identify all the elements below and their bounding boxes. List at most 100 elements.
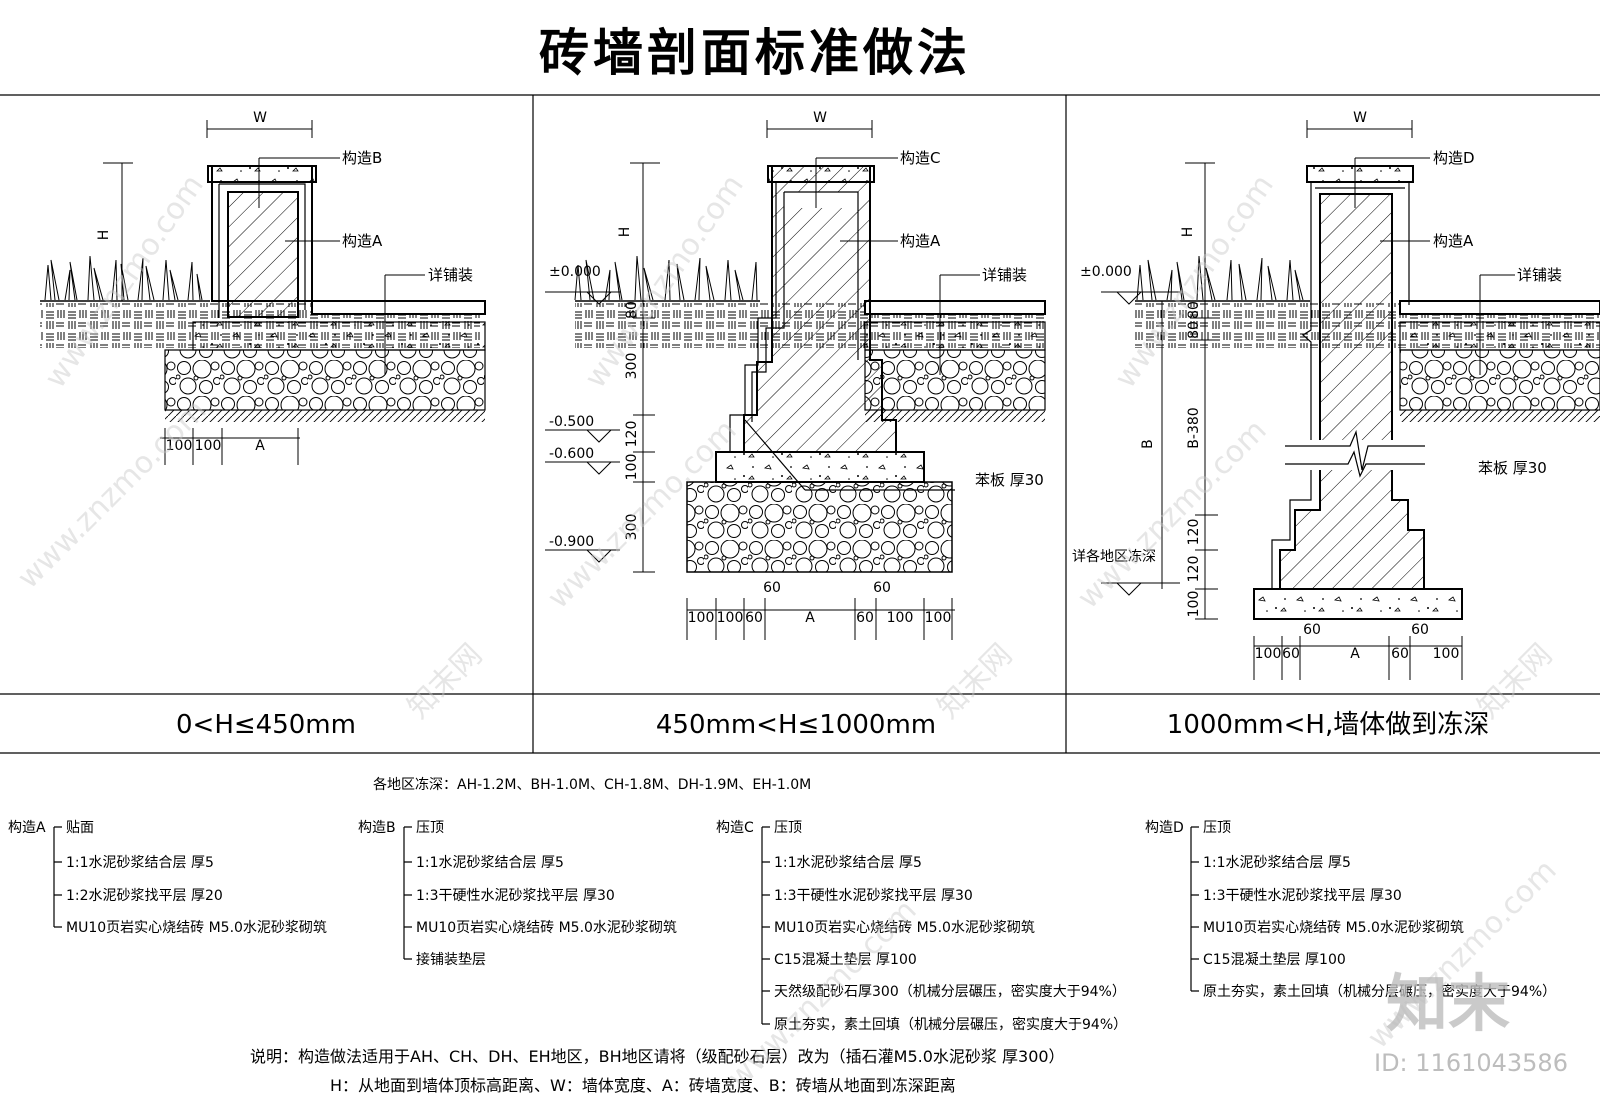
concrete-footing xyxy=(715,451,925,483)
ground-hatch xyxy=(165,410,485,422)
break-line xyxy=(1285,429,1425,471)
bottom-dim: 100 xyxy=(688,610,715,626)
grass xyxy=(44,255,203,301)
legend-item: 原土夯实，素土回填（机械分层碾压，密实度大于94%） xyxy=(1203,983,1556,1000)
offset-dim: 60 xyxy=(1411,622,1429,638)
note-line: 说明：构造做法适用于AH、CH、DH、EH地区，BH地区请将（级配砂石层）改为（… xyxy=(250,1047,1065,1066)
legend-item: 1:1水泥砂浆结合层 厚5 xyxy=(1203,855,1351,871)
legend-item: MU10页岩实心烧结砖 M5.0水泥砂浆砌筑 xyxy=(774,920,1035,936)
concrete-layer xyxy=(1399,321,1600,351)
coping-stone xyxy=(767,165,875,183)
paving-layer xyxy=(1399,300,1600,315)
label-top: 构造D xyxy=(1433,149,1475,167)
legend-item: 天然级配砂石厚300（机械分层碾压，密实度大于94%） xyxy=(774,983,1126,1000)
vert-dim: 120 xyxy=(1186,519,1202,546)
bottom-dim: 100 xyxy=(166,438,193,454)
bottom-dim: 100 xyxy=(887,610,914,626)
vert-dim: 100 xyxy=(1186,591,1202,618)
page-title: 砖墙剖面标准做法 xyxy=(539,24,971,82)
panel-frame xyxy=(0,94,1600,754)
bottom-dim: 100 xyxy=(1255,646,1282,662)
vert-dim: 100 xyxy=(624,454,640,481)
vert-dim: B-380 xyxy=(1186,407,1202,448)
panel-3-section: W H B 构造D 构造A 详铺装 苯板 厚30 ±0.000 详各地区冻深 8… xyxy=(1072,110,1600,680)
panel-2-section: W H 构造C 构造A 详铺装 苯板 厚30 ±0.000 -0.500 -0.… xyxy=(545,110,1046,640)
bottom-dim: A xyxy=(255,438,265,454)
watermark-text: 知末网 xyxy=(931,637,1019,725)
elevation: ±0.000 xyxy=(549,264,601,280)
bottom-dim: 100 xyxy=(195,438,222,454)
legend-item: 1:1水泥砂浆结合层 厚5 xyxy=(416,855,564,871)
watermark-text: www.znzmo.com xyxy=(11,393,214,596)
vert-dim: 300 xyxy=(624,353,640,380)
legend-item: 1:2水泥砂浆找平层 厚20 xyxy=(66,888,223,904)
legend-name: 构造D xyxy=(1145,820,1184,836)
legend-item: 1:1水泥砂浆结合层 厚5 xyxy=(66,855,214,871)
label-core: 构造A xyxy=(342,232,383,250)
grass xyxy=(574,255,758,301)
dim-w: W xyxy=(253,110,267,126)
vert-dim: 80 xyxy=(1186,301,1202,319)
vert-dim: 120 xyxy=(1186,556,1202,583)
concrete-layer xyxy=(864,321,1046,351)
legend-construction-b: 构造B 压顶 1:1水泥砂浆结合层 厚5 1:3干硬性水泥砂浆找平层 厚30 M… xyxy=(358,820,677,968)
dim-h: H xyxy=(1180,227,1196,238)
label-board: 苯板 厚30 xyxy=(975,471,1044,489)
offset-dim: 60 xyxy=(1303,622,1321,638)
ground-hatch xyxy=(865,410,1045,422)
label-paving: 详铺装 xyxy=(1517,266,1562,284)
legend-item: 原土夯实，素土回填（机械分层碾压，密实度大于94%） xyxy=(774,1016,1127,1033)
gravel-bed xyxy=(686,481,953,573)
bottom-dim: 60 xyxy=(1391,646,1409,662)
watermark-text: www.znzmo.com xyxy=(578,168,751,394)
paving-layer xyxy=(864,300,1046,315)
dim-h: H xyxy=(617,227,633,238)
panel-caption: 0<H≤450mm xyxy=(176,710,356,740)
image-id: ID: 1161043586 xyxy=(1374,1049,1568,1077)
legend-item: 压顶 xyxy=(1203,820,1231,836)
legend-item: MU10页岩实心烧结砖 M5.0水泥砂浆砌筑 xyxy=(66,920,327,936)
frost-depth-label: 详各地区冻深 xyxy=(1072,548,1156,565)
grass xyxy=(1136,255,1304,301)
legend-construction-a: 构造A 贴面 1:1水泥砂浆结合层 厚5 1:2水泥砂浆找平层 厚20 MU10… xyxy=(8,820,327,936)
legend-item: MU10页岩实心烧结砖 M5.0水泥砂浆砌筑 xyxy=(416,920,677,936)
brick-core xyxy=(227,191,299,318)
legend-name: 构造C xyxy=(716,820,754,836)
watermark-text: 知末网 xyxy=(1471,637,1559,725)
label-top: 构造C xyxy=(900,149,940,167)
label-board: 苯板 厚30 xyxy=(1478,459,1547,477)
concrete-footing xyxy=(1253,588,1463,620)
watermark-text: www.znzmo.com xyxy=(1108,168,1281,394)
dim-h: H xyxy=(96,230,112,241)
gravel-layer xyxy=(164,349,486,411)
legend-item: C15混凝土垫层 厚100 xyxy=(774,952,917,968)
panel-1-section: W H 构造B 构造A 详铺装 100 100 A xyxy=(40,110,486,465)
label-core: 构造A xyxy=(900,232,941,250)
legend-item: 1:1水泥砂浆结合层 厚5 xyxy=(774,855,922,871)
coping-stone xyxy=(1306,165,1414,183)
legend-name: 构造B xyxy=(358,820,396,836)
concrete-layer xyxy=(192,321,486,351)
elevation: -0.500 xyxy=(549,414,594,430)
legend-item: 接铺装垫层 xyxy=(416,951,486,968)
legend-name: 构造A xyxy=(8,820,46,836)
vert-dim: 80 xyxy=(624,301,640,319)
bottom-dim: 100 xyxy=(1433,646,1460,662)
panel-caption: 450mm<H≤1000mm xyxy=(656,710,936,740)
brand-logo: 知末 xyxy=(1386,967,1510,1040)
dim-b: B xyxy=(1140,439,1156,449)
vert-dim: 120 xyxy=(624,421,640,448)
legend-item: 压顶 xyxy=(774,820,802,836)
bottom-dim: A xyxy=(1350,646,1360,662)
bottom-dim: 60 xyxy=(745,610,763,626)
watermark-text: www.znzmo.com xyxy=(1071,413,1274,616)
bottom-dim: 100 xyxy=(925,610,952,626)
legend-item: C15混凝土垫层 厚100 xyxy=(1203,952,1346,968)
dim-w: W xyxy=(813,110,827,126)
dim-w: W xyxy=(1353,110,1367,126)
ground-hatch xyxy=(1400,410,1600,422)
label-top: 构造B xyxy=(342,149,382,167)
legend-item: 压顶 xyxy=(416,820,444,836)
legend-item: 1:3干硬性水泥砂浆找平层 厚30 xyxy=(1203,888,1402,904)
bottom-dim: 100 xyxy=(717,610,744,626)
